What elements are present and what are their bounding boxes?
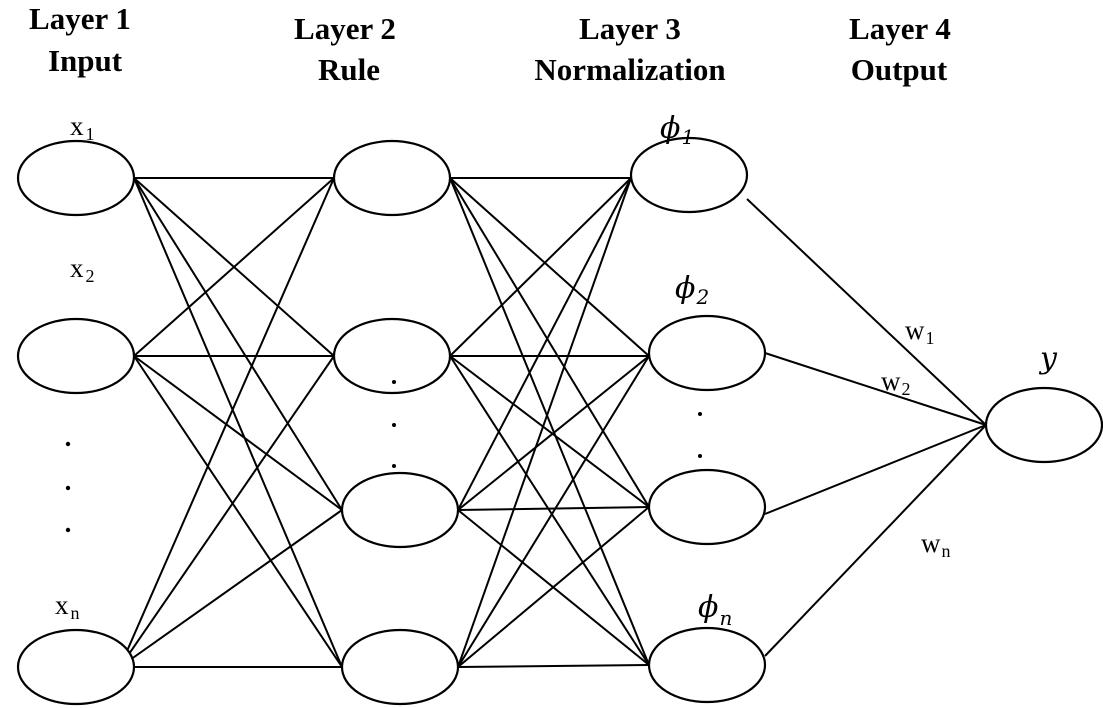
weight-label-2: w2	[881, 366, 911, 399]
layer-1-subtitle: Input	[48, 43, 123, 78]
layer-1-nodes	[16, 139, 136, 706]
layer-headers: Layer 1 Input Layer 2 Rule Layer 3 Norma…	[29, 1, 951, 87]
normalization-ellipsis-dot-1	[698, 412, 702, 416]
rule-ellipsis-dot-3	[392, 464, 396, 468]
edge-normalization-4-to-output	[764, 424, 987, 657]
edge-rule-1-to-normalization-2	[449, 177, 650, 357]
layer-4-nodes	[984, 386, 1103, 464]
layer-4-subtitle: Output	[851, 52, 948, 87]
ellipsis-dots	[65, 380, 702, 533]
edge-input-2-to-rule-1	[133, 177, 335, 357]
rule-node-2	[332, 317, 452, 395]
edge-normalization-1-to-output	[746, 198, 987, 426]
phi-label-1: ϕ1	[660, 111, 694, 149]
layer-2-subtitle: Rule	[318, 52, 380, 87]
edge-rule-1-to-normalization-4	[449, 177, 650, 666]
normalization-node-2	[647, 314, 767, 392]
edge-rule-2-to-normalization-3	[449, 355, 650, 508]
normalization-node-n	[647, 626, 767, 704]
input-ellipsis-dot-3	[65, 527, 71, 533]
input-node-2	[16, 317, 136, 395]
input-node-1	[16, 139, 136, 217]
edge-rule-4-to-normalization-1	[457, 177, 632, 668]
edge-input-3-to-rule-1	[119, 177, 335, 668]
layer-4-title: Layer 4	[849, 11, 951, 46]
input-ellipsis-dot-1	[65, 441, 71, 447]
normalization-labels: ϕ1 ϕ2 ϕn	[660, 111, 732, 630]
rule-ellipsis-dot-1	[392, 380, 396, 384]
rule-node-3	[340, 471, 460, 549]
normalization-node-1	[629, 136, 749, 214]
weight-label-1: w1	[905, 315, 935, 348]
edge-input-2-to-rule-3	[133, 355, 343, 511]
edge-rule-3-to-normalization-3	[457, 506, 650, 511]
rule-node-4	[340, 628, 460, 706]
edge-input-1-to-rule-4	[133, 177, 343, 668]
layer-3-subtitle: Normalization	[534, 52, 725, 87]
edge-normalization-2-to-output	[764, 352, 987, 426]
output-label: y	[1038, 341, 1058, 376]
edge-rule-4-to-normalization-2	[457, 355, 650, 668]
layer-2-title: Layer 2	[294, 11, 396, 46]
edge-rule-2-to-normalization-4	[449, 355, 650, 666]
normalization-ellipsis-dot-2	[698, 454, 702, 458]
edge-input-3-to-rule-3	[119, 509, 343, 668]
phi-label-2: ϕ2	[675, 271, 709, 309]
rule-node-1	[332, 139, 452, 217]
weight-label-n: wn	[921, 528, 951, 561]
phi-label-n: ϕn	[698, 590, 732, 630]
output-node	[984, 386, 1103, 464]
edge-rule-4-to-normalization-4	[457, 664, 650, 668]
input-node-n	[16, 628, 136, 706]
input-ellipsis-dot-2	[65, 485, 71, 491]
normalization-node-3	[647, 468, 767, 546]
edge-rule-2-to-normalization-1	[449, 177, 632, 357]
edge-normalization-3-to-output	[764, 424, 987, 515]
weight-labels: w1 w2 wn	[881, 315, 951, 561]
edge-rule-3-to-normalization-1	[457, 177, 632, 511]
edge-rule-4-to-normalization-3	[457, 506, 650, 668]
connection-edges	[119, 177, 987, 668]
layer-3-title: Layer 3	[579, 11, 681, 46]
rule-ellipsis-dot-2	[392, 423, 396, 427]
layer-2-nodes	[332, 139, 460, 706]
layer-1-title: Layer 1	[29, 1, 131, 36]
edge-rule-3-to-normalization-2	[457, 355, 650, 511]
layer-3-nodes	[629, 136, 767, 704]
edge-input-3-to-rule-2	[119, 355, 335, 668]
edge-rule-1-to-normalization-3	[449, 177, 650, 508]
edge-input-1-to-rule-3	[133, 177, 343, 511]
edge-input-2-to-rule-4	[133, 355, 343, 668]
